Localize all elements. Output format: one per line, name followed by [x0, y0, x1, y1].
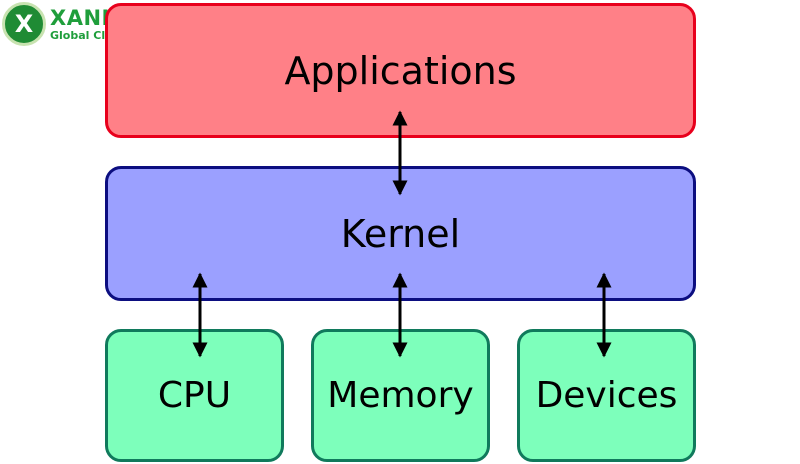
memory-label: Memory — [327, 375, 474, 416]
applications-label: Applications — [284, 48, 517, 93]
cpu-label: CPU — [157, 375, 232, 416]
logo-mark-icon: X — [2, 2, 46, 46]
kernel-label: Kernel — [340, 211, 461, 256]
devices-label: Devices — [535, 375, 678, 416]
